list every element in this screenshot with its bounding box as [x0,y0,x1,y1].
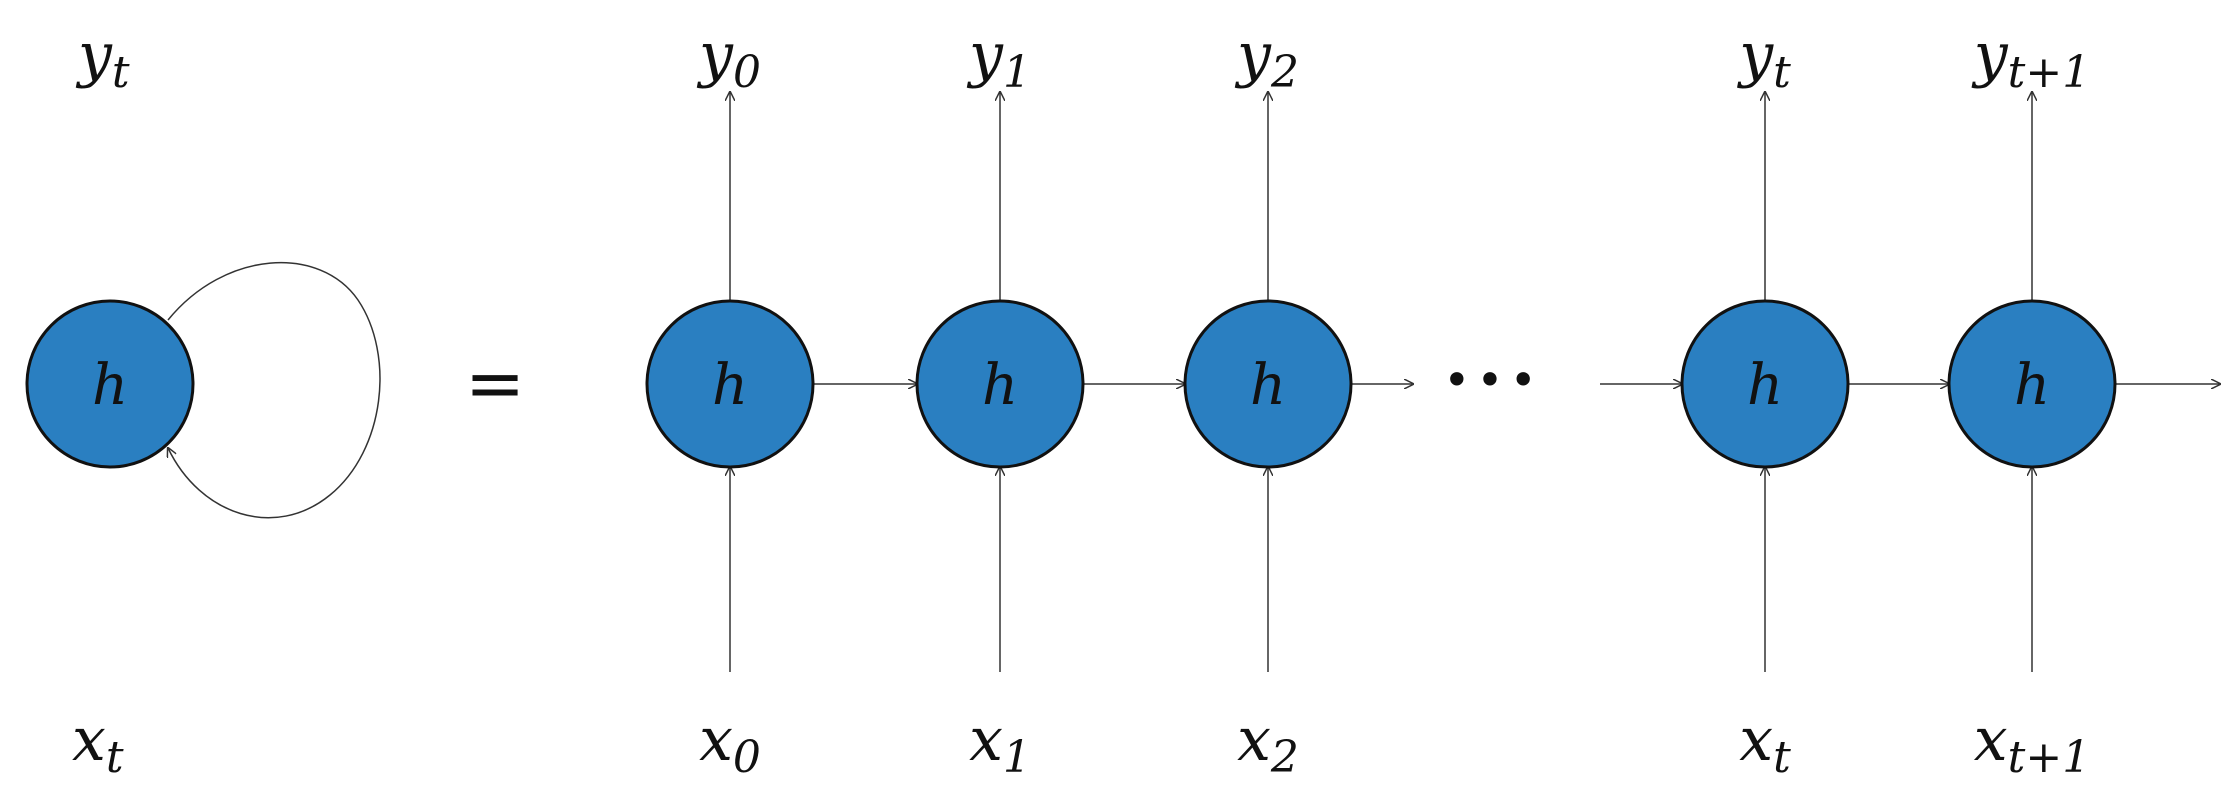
output-label-3-base: y [1736,20,1774,90]
hidden-node-label-0: h [712,353,748,418]
input-label-3-sub: t [1773,732,1791,783]
output-label-0-sub: 0 [733,47,761,98]
input-label-1-base: x [969,705,1003,775]
input-label-1: x1 [969,705,1031,783]
folded-output-sub: t [112,47,130,98]
output-label-0: y0 [696,20,761,98]
hidden-node-3 [1680,299,1850,469]
folded-input-label: xt [72,705,124,783]
folded-rnn: h yt xt [25,20,381,783]
folded-hidden-label: h [92,353,128,418]
hidden-node-label-4: h [2014,353,2050,418]
input-label-2-sub: 2 [1270,732,1299,783]
folded-hidden-node [25,299,195,469]
folded-input-base: x [72,705,106,775]
hidden-node-0 [645,299,815,469]
folded-output-base: y [75,20,113,90]
input-label-3: xt [1739,705,1791,783]
input-label-4-sub: t+1 [2008,732,2091,783]
input-label-4: xt+1 [1974,705,2090,783]
recurrent-loop-edge [168,261,381,519]
output-label-0-base: y [696,20,734,90]
input-label-0-base: x [699,705,733,775]
output-label-2: y2 [1234,20,1299,98]
output-label-1-sub: 1 [1003,47,1031,98]
hidden-node-label-2: h [1250,353,1286,418]
input-label-4-base: x [1974,705,2008,775]
input-label-1-sub: 1 [1003,732,1031,783]
output-label-1: y1 [966,20,1031,98]
input-label-2: x2 [1237,705,1299,783]
input-label-0-sub: 0 [733,732,761,783]
ellipsis: ••• [1443,353,1542,407]
folded-output-label: yt [75,20,130,98]
output-label-2-sub: 2 [1270,47,1299,98]
hidden-node-1 [915,299,1085,469]
output-label-2-base: y [1234,20,1272,90]
output-label-3-sub: t [1773,47,1791,98]
output-label-4-sub: t+1 [2008,47,2091,98]
folded-input-sub: t [106,732,124,783]
output-label-4-base: y [1971,20,2009,90]
output-label-1-base: y [966,20,1004,90]
output-label-3: yt [1736,20,1791,98]
equals-sign: = [465,341,525,425]
input-label-2-base: x [1237,705,1271,775]
input-label-3-base: x [1739,705,1773,775]
hidden-node-2 [1183,299,1353,469]
input-label-0: x0 [699,705,761,783]
hidden-node-label-3: h [1747,353,1783,418]
output-label-4: yt+1 [1971,20,2090,98]
hidden-node-4 [1947,299,2117,469]
hidden-node-label-1: h [982,353,1018,418]
